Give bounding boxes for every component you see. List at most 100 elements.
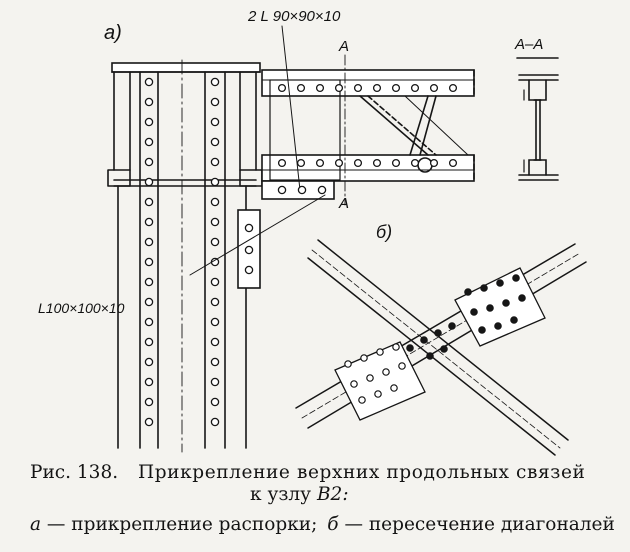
rivet bbox=[210, 197, 220, 207]
rivet bbox=[374, 390, 382, 398]
rivet bbox=[448, 83, 458, 93]
legend-a-text: — прикрепление распорки; bbox=[46, 514, 318, 535]
caption-line-2: к узлу В2: bbox=[250, 484, 349, 505]
label-section-mark-bottom: A bbox=[339, 195, 350, 212]
rivet bbox=[210, 297, 220, 307]
rivet bbox=[210, 397, 220, 407]
rivet bbox=[406, 344, 414, 352]
rivet bbox=[144, 157, 154, 167]
label-view-b: б) bbox=[376, 222, 393, 242]
rivet bbox=[390, 384, 398, 392]
rivet bbox=[210, 357, 220, 367]
rivet bbox=[502, 299, 510, 307]
caption-line-1: Рис. 138. Прикрепление верхних продольны… bbox=[30, 462, 585, 483]
rivet bbox=[434, 329, 442, 337]
structural-drawing bbox=[107, 25, 587, 456]
rivet bbox=[510, 316, 518, 324]
rivet bbox=[426, 352, 434, 360]
rivet bbox=[429, 83, 439, 93]
rivet bbox=[144, 417, 154, 427]
cap-plate bbox=[111, 62, 261, 73]
rivet bbox=[410, 158, 420, 168]
rivet bbox=[144, 277, 154, 287]
rivet bbox=[392, 343, 400, 351]
rivet bbox=[382, 368, 390, 376]
label-section-title: А–А bbox=[515, 36, 544, 53]
rivet bbox=[144, 397, 154, 407]
rivet bbox=[358, 396, 366, 404]
rivet bbox=[144, 77, 154, 87]
section-aa bbox=[516, 57, 559, 181]
rivet bbox=[210, 237, 220, 247]
rivet bbox=[144, 177, 154, 187]
rivet bbox=[210, 317, 220, 327]
rivet bbox=[480, 284, 488, 292]
rivet bbox=[486, 304, 494, 312]
rivet bbox=[144, 297, 154, 307]
strut-drawing bbox=[189, 25, 475, 276]
crossing-rivets bbox=[344, 274, 526, 404]
rivet bbox=[372, 158, 382, 168]
label-angle-top: 2 L 90×90×10 bbox=[248, 8, 341, 25]
rivet bbox=[376, 348, 384, 356]
rivet bbox=[297, 185, 307, 195]
leader-side bbox=[189, 194, 326, 276]
rivet bbox=[391, 83, 401, 93]
rivet bbox=[144, 377, 154, 387]
rivet bbox=[410, 83, 420, 93]
rivet bbox=[277, 185, 287, 195]
rivet bbox=[210, 137, 220, 147]
rivet bbox=[144, 217, 154, 227]
rivet bbox=[464, 288, 472, 296]
rivet bbox=[315, 83, 325, 93]
rivet bbox=[144, 197, 154, 207]
rivet bbox=[494, 322, 502, 330]
rivet bbox=[210, 337, 220, 347]
rivet bbox=[496, 279, 504, 287]
rivet bbox=[210, 377, 220, 387]
caption-node-prefix: к узлу bbox=[250, 484, 312, 505]
rivet bbox=[334, 83, 344, 93]
rivet bbox=[210, 157, 220, 167]
legend-b-text: — пересечение диагоналей bbox=[344, 514, 615, 535]
rivet bbox=[210, 217, 220, 227]
label-section-mark-top: A bbox=[339, 38, 350, 55]
legend-b-key: б bbox=[327, 514, 339, 535]
rivet bbox=[353, 158, 363, 168]
legend-a-key: а bbox=[30, 514, 42, 535]
rivet bbox=[448, 158, 458, 168]
rivet bbox=[440, 345, 448, 353]
rivet bbox=[144, 357, 154, 367]
rivet bbox=[518, 294, 526, 302]
rivet bbox=[244, 265, 254, 275]
rivet bbox=[210, 97, 220, 107]
rivet bbox=[350, 380, 358, 388]
rivet bbox=[210, 177, 220, 187]
figure-number: Рис. 138. bbox=[30, 462, 119, 483]
rivet bbox=[478, 326, 486, 334]
rivet bbox=[398, 362, 406, 370]
rivet bbox=[144, 317, 154, 327]
column-drawing bbox=[107, 59, 263, 453]
rivet bbox=[144, 117, 154, 127]
rivet bbox=[372, 83, 382, 93]
rivet bbox=[353, 83, 363, 93]
rivet bbox=[429, 158, 439, 168]
rivet bbox=[366, 374, 374, 382]
column-rivets bbox=[144, 77, 254, 427]
rivet bbox=[210, 77, 220, 87]
caption-title: Прикрепление верхних продольных связей bbox=[137, 462, 586, 483]
rivet bbox=[144, 137, 154, 147]
rivet bbox=[360, 354, 368, 362]
rivet bbox=[244, 223, 254, 233]
diagonal-crossing bbox=[295, 239, 587, 456]
rivet bbox=[277, 83, 287, 93]
rivet bbox=[210, 417, 220, 427]
rivet bbox=[334, 158, 344, 168]
rivet bbox=[144, 257, 154, 267]
rivet bbox=[391, 158, 401, 168]
rivet bbox=[244, 245, 254, 255]
rivet bbox=[144, 337, 154, 347]
rivet bbox=[144, 237, 154, 247]
rivet bbox=[344, 360, 352, 368]
